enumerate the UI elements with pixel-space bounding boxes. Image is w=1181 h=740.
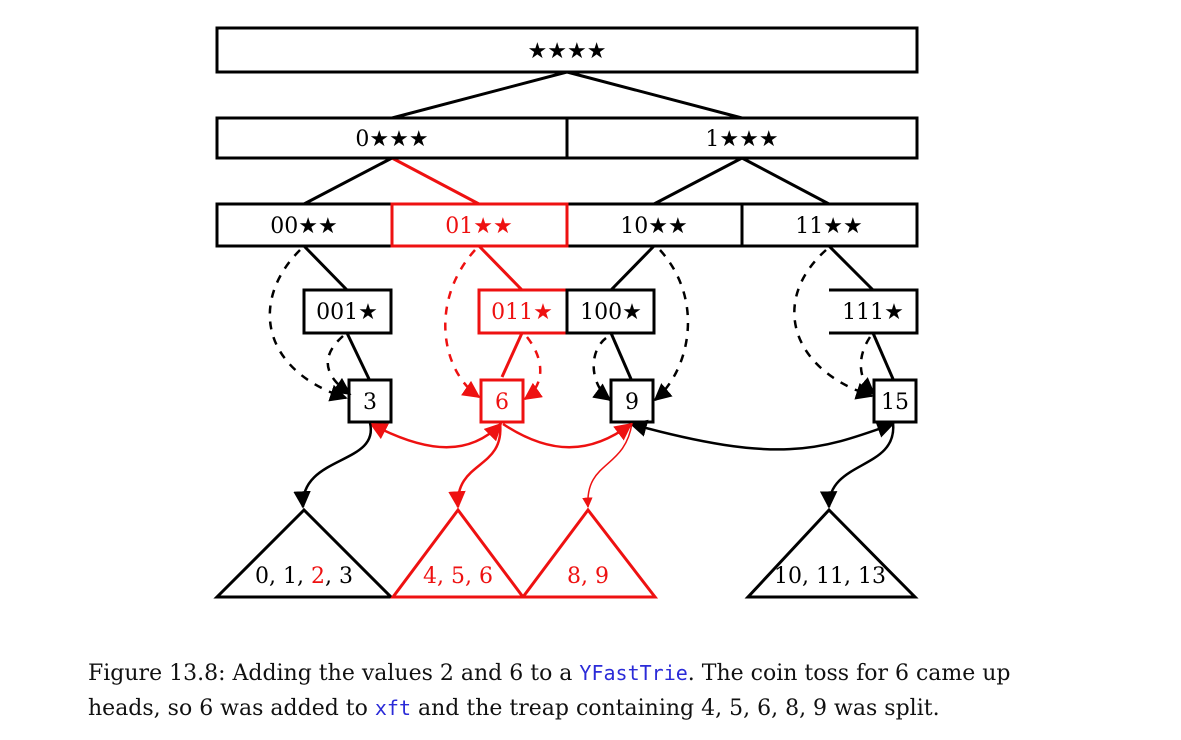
trie-edges xyxy=(302,70,895,380)
figure-caption: Figure 13.8: Adding the values 2 and 6 t… xyxy=(88,661,1011,721)
leaf-link-9-15 xyxy=(629,419,895,451)
node-0xxx-label: 0★★★ xyxy=(355,127,428,152)
node-10xx-label: 10★★ xyxy=(620,214,687,239)
leaf-9-label: 9 xyxy=(625,390,639,415)
root-node: ★★★★ xyxy=(215,26,919,74)
treap-10-13: 10, 11, 13 xyxy=(744,507,919,599)
node-011x-label: 011★ xyxy=(491,300,553,325)
node-111x-label: 111★ xyxy=(842,300,904,325)
node-1xxx-label: 1★★★ xyxy=(705,127,778,152)
node-00xx-label: 00★★ xyxy=(270,214,337,239)
leaf-15-label: 15 xyxy=(881,390,909,415)
treap-4-6: 4, 5, 6 xyxy=(390,507,526,599)
node-11xx-label: 11★★ xyxy=(795,214,862,239)
svg-text:4, 5, 6: 4, 5, 6 xyxy=(423,564,493,589)
treap-0-3: 0, 1, 2, 3 xyxy=(213,507,395,599)
leaf-6-label: 6 xyxy=(495,390,509,415)
highlight-edges xyxy=(391,156,524,378)
root-label: ★★★★ xyxy=(528,39,607,64)
node-100x-label: 100★ xyxy=(580,300,642,325)
pointer-6-treap xyxy=(448,422,502,509)
leaf-link-3-6 xyxy=(369,422,503,449)
leaf-3-label: 3 xyxy=(363,390,377,415)
code-xft: xft xyxy=(374,696,411,720)
pointer-15-treap xyxy=(819,422,895,509)
y-fast-trie-diagram: ★★★★ 0★★★ 1★★★ 00★★ 01★★ 10★★ 11★★ 001★ … xyxy=(213,26,919,599)
node-001x-label: 001★ xyxy=(316,300,378,325)
leaf-link-6-9 xyxy=(502,422,633,449)
pointer-9-treap xyxy=(582,422,633,509)
leaf-nodes: 3 6 9 15 xyxy=(347,378,918,424)
pointer-3-treap xyxy=(293,422,373,509)
treap-8-9: 8, 9 xyxy=(520,507,659,599)
level1-nodes: 0★★★ 1★★★ xyxy=(215,116,919,160)
level3-nodes: 001★ 011★ 100★ 111★ xyxy=(302,288,919,335)
svg-text:0, 1, 2, 3: 0, 1, 2, 3 xyxy=(255,564,353,589)
code-yfasttrie: YFastTrie xyxy=(579,661,688,685)
svg-text:10, 11, 13: 10, 11, 13 xyxy=(774,564,886,589)
highlight-jump-pointers xyxy=(444,249,543,401)
jump-pointers xyxy=(268,249,876,402)
level2-nodes: 00★★ 01★★ 10★★ 11★★ xyxy=(215,202,919,248)
node-01xx-label: 01★★ xyxy=(445,214,512,239)
svg-text:8, 9: 8, 9 xyxy=(567,564,609,589)
